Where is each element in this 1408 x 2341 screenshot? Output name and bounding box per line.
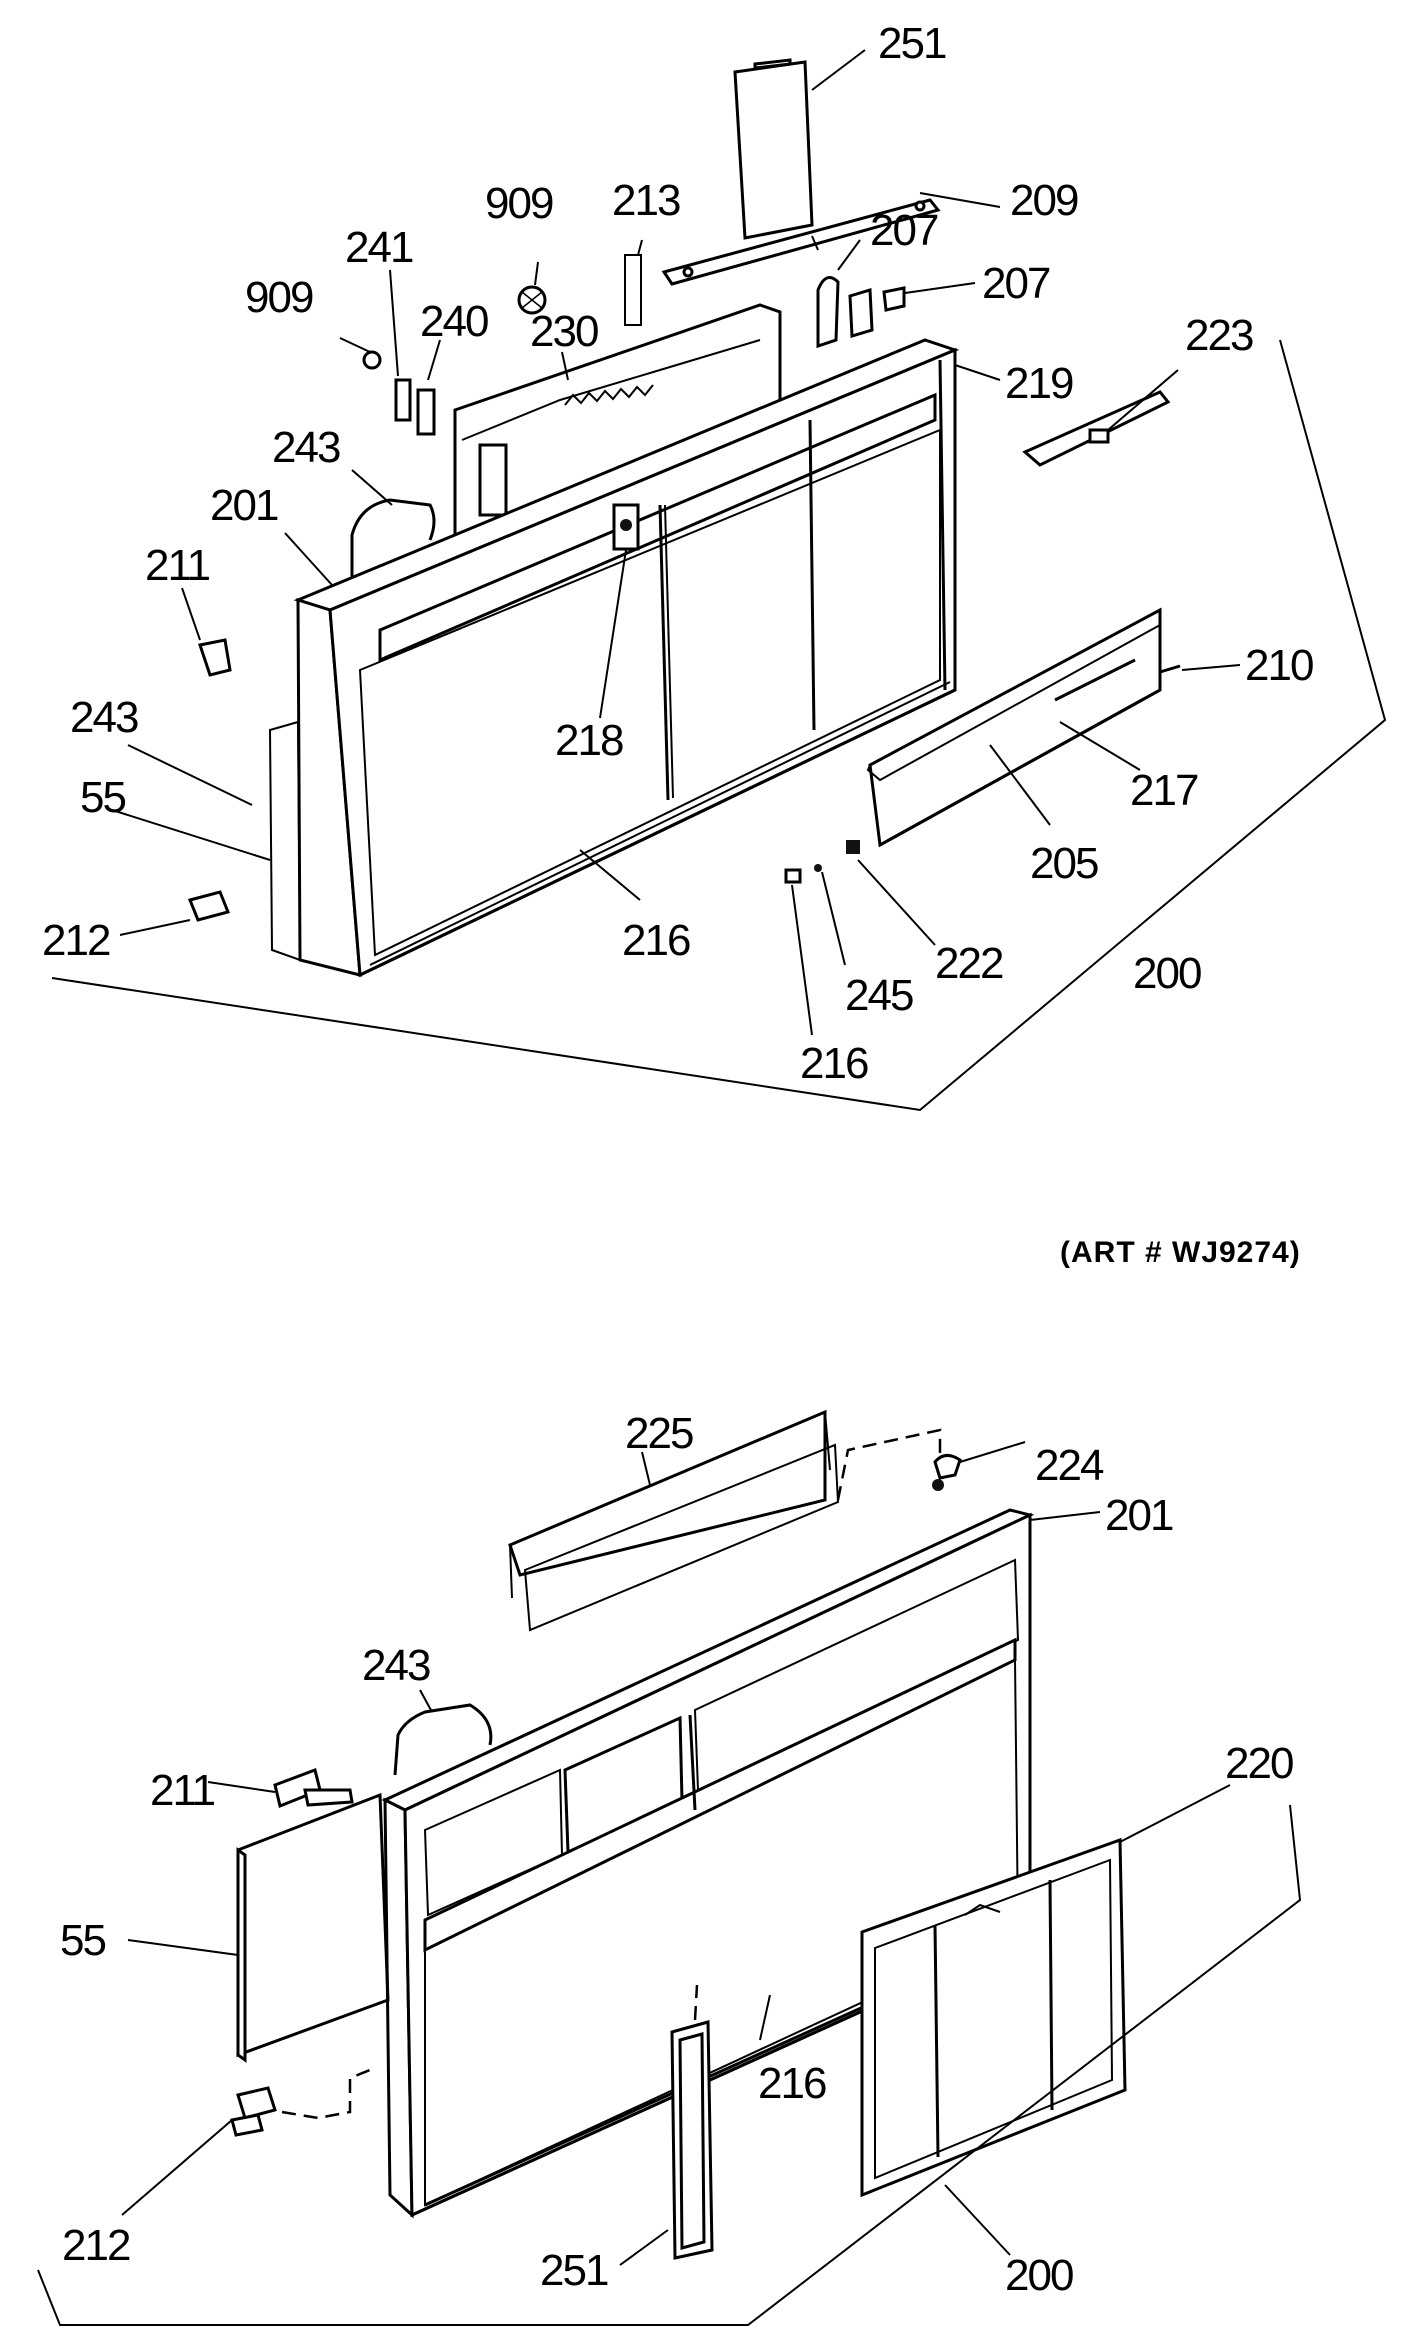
label-219: 219	[1005, 359, 1073, 408]
part-251-bottom	[670, 2020, 714, 2260]
label-230: 230	[530, 307, 598, 356]
label-207-b: 207	[982, 259, 1050, 308]
part-213-spring	[624, 254, 642, 326]
label-225: 225	[625, 1409, 693, 1458]
label-200-top: 200	[1133, 949, 1201, 998]
label-909-a: 909	[485, 179, 553, 228]
part-240	[416, 388, 436, 436]
part-212-clip-bottom	[230, 2086, 277, 2137]
label-212-top: 212	[42, 916, 110, 965]
label-211-bottom: 211	[150, 1766, 215, 1815]
part-216-small	[784, 868, 802, 884]
part-222	[846, 840, 860, 854]
label-211-top: 211	[145, 541, 210, 590]
label-217: 217	[1130, 766, 1198, 815]
part-201-front-panel-bottom	[381, 1508, 1035, 2219]
dashed-guide-225	[836, 1428, 942, 1501]
label-223: 223	[1185, 311, 1253, 360]
top-leader-lines	[111, 49, 1241, 1036]
label-212-bottom: 212	[62, 2221, 130, 2270]
part-241	[394, 378, 412, 422]
label-240: 240	[420, 297, 488, 346]
part-55-filter-bottom	[236, 1792, 390, 2058]
group-200-bracket-top	[51, 339, 1387, 1112]
label-216-small: 216	[800, 1039, 868, 1088]
label-251-bottom: 251	[540, 2246, 608, 2295]
dashed-guide-251	[693, 1984, 699, 2021]
label-209: 209	[1010, 176, 1078, 225]
label-245: 245	[845, 971, 913, 1020]
label-243-bottom: 243	[362, 1641, 430, 1690]
part-225-insert	[508, 1409, 840, 1632]
part-212-clip-top	[187, 890, 231, 922]
part-201-front-panel	[293, 338, 960, 978]
label-205: 205	[1030, 839, 1098, 888]
label-222: 222	[935, 939, 1003, 988]
label-216-top: 216	[622, 916, 690, 965]
part-205-tray	[866, 607, 1162, 848]
part-207-clips	[816, 276, 906, 349]
label-243-side: 243	[70, 693, 138, 742]
part-220-grille	[860, 1837, 1127, 2198]
part-243-handle-top	[350, 498, 436, 580]
label-218: 218	[555, 716, 623, 765]
label-200-bottom: 200	[1005, 2251, 1073, 2300]
part-243-handle-bottom	[393, 1703, 493, 1776]
part-211-clip-top	[198, 638, 232, 677]
part-224-clip	[932, 1454, 962, 1491]
label-909-b: 909	[245, 273, 313, 322]
label-201-bottom: 201	[1105, 1491, 1173, 1540]
label-224: 224	[1035, 1441, 1104, 1490]
label-207-a: 207	[870, 206, 938, 255]
top-exploded-view: 251 209 207 207 909 213 241 909 240 230 …	[42, 19, 1387, 1112]
label-216-bottom: 216	[758, 2059, 826, 2108]
label-241: 241	[345, 223, 413, 272]
part-251-top	[733, 58, 814, 240]
label-243-top: 243	[272, 423, 340, 472]
label-55-bottom: 55	[60, 1916, 105, 1965]
part-211-clip-bottom	[273, 1768, 354, 1809]
bottom-exploded-view: 225 224 201 243 211 220 55 216 212 251 2…	[37, 1409, 1302, 2326]
label-55-top: 55	[80, 773, 125, 822]
part-909-washer	[362, 350, 382, 370]
part-209-bar	[661, 198, 941, 286]
dashed-guide-212	[281, 2068, 371, 2120]
art-reference: (ART # WJ9274)	[1060, 1236, 1301, 1269]
label-210: 210	[1245, 641, 1313, 690]
label-201-top: 201	[210, 481, 278, 530]
bottom-leader-lines	[121, 1441, 1231, 2266]
label-220: 220	[1225, 1739, 1293, 1788]
group-200-bracket-bottom	[37, 1804, 1302, 2326]
label-251: 251	[878, 19, 946, 68]
part-245	[814, 864, 822, 872]
part-55-filter-top	[268, 720, 302, 962]
label-213: 213	[612, 176, 680, 225]
part-210-screw	[1159, 664, 1181, 674]
